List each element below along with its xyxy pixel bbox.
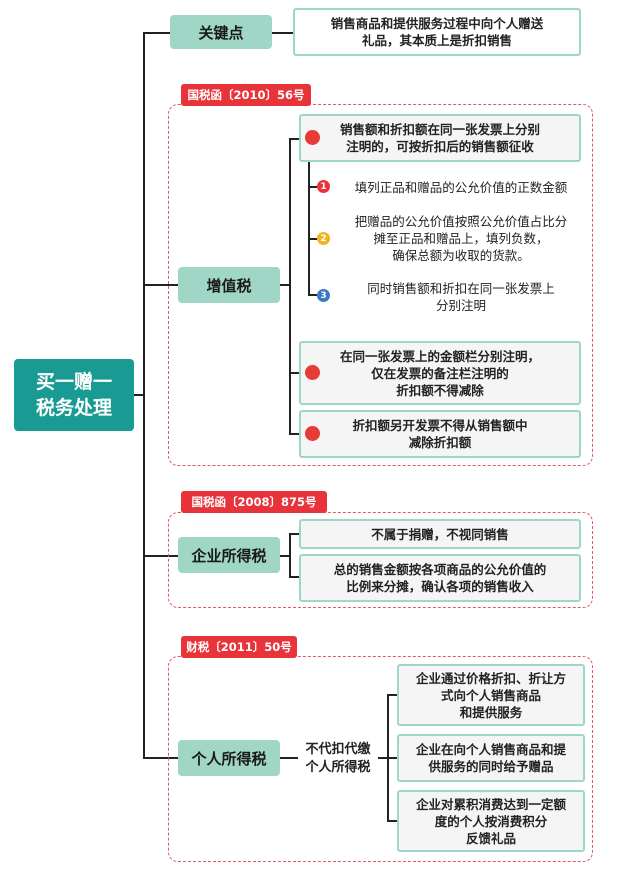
pit-regulation-tag: 财税〔2011〕50号	[181, 636, 297, 658]
red-dot-icon	[305, 130, 320, 145]
root-line2: 税务处理	[35, 397, 112, 419]
number-two-icon: 2	[317, 232, 330, 245]
pit-mid-link	[280, 757, 298, 759]
vat-label: 增值税	[178, 267, 280, 303]
pit-c3	[387, 820, 397, 822]
vat-item-1: 销售额和折扣额在同一张发票上分别 注明的，可按折扣后的销售额征收	[299, 114, 581, 162]
vat-c2	[289, 372, 301, 374]
cit-c2	[289, 576, 301, 578]
cit-label: 企业所得税	[178, 537, 280, 573]
vat-sub2-line2: 摊至正品和赠品上，填列负数，	[373, 230, 549, 246]
vat-item3-line2: 减除折扣额	[408, 435, 472, 450]
vat-item-3: 折扣额另开发票不得从销售额中 减除折扣额	[299, 410, 581, 458]
pit-item1-line3: 和提供服务	[459, 704, 523, 720]
vat-s1	[308, 186, 317, 188]
vat-spine	[289, 138, 291, 434]
vat-item1-line1: 销售额和折扣额在同一张发票上分别	[339, 122, 540, 137]
cit-item-2: 总的销售金额按各项商品的公允价值的 比例来分摊，确认各项的销售收入	[299, 554, 581, 602]
pit-out	[378, 757, 388, 759]
pit-item-1: 企业通过价格折扣、折让方 式向个人销售商品 和提供服务	[397, 664, 585, 726]
cit-group-border	[168, 512, 593, 608]
key-point-line2: 礼品，其本质上是折扣销售	[361, 33, 512, 48]
pit-item2-line1: 企业在向个人销售商品和提	[415, 742, 566, 757]
cit-spine	[289, 533, 291, 577]
cit-item1-text: 不属于捐赠，不视同销售	[371, 526, 509, 542]
key-point-text: 销售商品和提供服务过程中向个人赠送 礼品，其本质上是折扣销售	[293, 8, 581, 56]
branch-cit	[143, 555, 178, 557]
vat-c1	[289, 138, 301, 140]
pit-group-border	[168, 656, 593, 862]
root-connector	[134, 394, 144, 396]
vat-out	[280, 284, 290, 286]
pit-middle-node: 不代扣代缴 个人所得税	[298, 739, 378, 779]
vat-c3	[289, 433, 301, 435]
vat-sub3-line1: 同时销售额和折扣在同一张发票上	[367, 281, 555, 296]
pit-label-text: 个人所得税	[191, 749, 267, 768]
number-three-icon: 3	[317, 289, 330, 302]
vat-sub-2: 把赠品的公允价值按照公允价值占比分 摊至正品和赠品上，填列负数， 确保总额为收取…	[334, 211, 588, 265]
key-point-label-text: 关键点	[198, 23, 244, 42]
pit-item3-line1: 企业对累积消费达到一定额	[415, 796, 566, 812]
pit-c1	[387, 694, 397, 696]
pit-item2-line2: 供服务的同时给予赠品	[428, 759, 554, 774]
vat-sub-1: 填列正品和赠品的公允价值的正数金额	[336, 176, 586, 198]
pit-label: 个人所得税	[178, 740, 280, 776]
pit-mid-line1: 不代扣代缴	[305, 742, 371, 757]
key-point-label: 关键点	[170, 15, 272, 49]
vat-item1-line2: 注明的，可按折扣后的销售额征收	[346, 139, 534, 154]
vat-sub1-line1: 填列正品和赠品的公允价值的正数金额	[354, 179, 568, 195]
vat-item2-line2: 仅在发票的备注栏注明的	[371, 365, 509, 381]
cit-item2-line2: 比例来分摊，确认各项的销售收入	[346, 579, 534, 594]
vat-item2-line1: 在同一张发票上的金额栏分别注明，	[339, 348, 540, 364]
cit-tag-text: 国税函〔2008〕875号	[191, 495, 317, 509]
pit-item1-line1: 企业通过价格折扣、折让方	[415, 670, 566, 686]
branch-pit	[143, 757, 178, 759]
pit-item-2: 企业在向个人销售商品和提 供服务的同时给予赠品	[397, 734, 585, 782]
pit-item1-line2: 式向个人销售商品	[440, 687, 541, 703]
cit-item-1: 不属于捐赠，不视同销售	[299, 519, 581, 549]
pit-item3-line3: 反馈礼品	[465, 830, 516, 846]
pit-item3-line2: 度的个人按消费积分	[434, 813, 548, 829]
vat-item-2: 在同一张发票上的金额栏分别注明， 仅在发票的备注栏注明的 折扣额不得减除	[299, 341, 581, 405]
vat-sub-3: 同时销售额和折扣在同一张发票上 分别注明	[336, 278, 586, 316]
cit-c1	[289, 533, 301, 535]
key-point-line1: 销售商品和提供服务过程中向个人赠送	[330, 16, 544, 31]
cit-regulation-tag: 国税函〔2008〕875号	[181, 491, 327, 513]
vat-item2-line3: 折扣额不得减除	[396, 382, 484, 398]
key-connector	[272, 32, 294, 34]
red-dot-icon	[305, 365, 320, 380]
number-one-icon: 1	[317, 180, 330, 193]
red-dot-icon	[305, 426, 320, 441]
vat-sub2-line1: 把赠品的公允价值按照公允价值占比分	[354, 213, 568, 229]
branch-vat	[143, 284, 178, 286]
vat-sub-spine	[308, 158, 310, 296]
vat-regulation-tag: 国税函〔2010〕56号	[181, 84, 311, 106]
cit-item2-line1: 总的销售金额按各项商品的公允价值的	[333, 562, 547, 577]
root-line1: 买一赠一	[35, 371, 112, 393]
vat-tag-text: 国税函〔2010〕56号	[187, 88, 305, 102]
vat-s3	[308, 294, 317, 296]
vat-group-border	[168, 104, 593, 466]
pit-item-3: 企业对累积消费达到一定额 度的个人按消费积分 反馈礼品	[397, 790, 585, 852]
vat-s2	[308, 238, 317, 240]
pit-mid-line2: 个人所得税	[305, 760, 371, 775]
vat-sub2-line3: 确保总额为收取的货款。	[392, 247, 530, 263]
main-spine	[143, 32, 145, 758]
vat-item3-line1: 折扣额另开发票不得从销售额中	[352, 418, 528, 433]
pit-c2	[387, 757, 397, 759]
cit-label-text: 企业所得税	[191, 546, 267, 565]
pit-tag-text: 财税〔2011〕50号	[186, 640, 292, 654]
vat-sub3-line2: 分别注明	[435, 298, 486, 313]
branch-key	[143, 32, 170, 34]
vat-label-text: 增值税	[206, 276, 252, 295]
cit-out	[280, 555, 290, 557]
root-node: 买一赠一 税务处理	[14, 359, 134, 431]
